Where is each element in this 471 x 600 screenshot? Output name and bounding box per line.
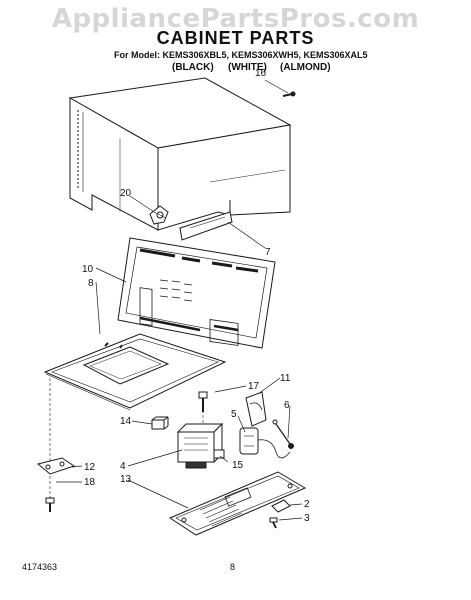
callout-leaders — [56, 79, 303, 521]
callout-15: 15 — [232, 460, 244, 471]
callout-13: 13 — [120, 474, 132, 485]
latch-part — [149, 205, 169, 225]
clip-part — [271, 499, 291, 513]
callout-14: 14 — [120, 416, 132, 427]
screw-18-part — [45, 497, 55, 512]
diode-part — [272, 419, 294, 449]
callout-6: 6 — [284, 400, 290, 411]
callout-16: 16 — [255, 68, 267, 79]
cabinet-wrapper-part — [68, 77, 292, 231]
finish-white: (WHITE) — [228, 62, 267, 73]
page-number: 8 — [230, 562, 236, 572]
callout-8: 8 — [88, 278, 94, 289]
bracket-part — [36, 457, 76, 475]
fuse-holder-part — [151, 416, 169, 430]
callout-5: 5 — [231, 409, 237, 420]
watermark: AppliancePartsPros.com — [51, 4, 420, 34]
callout-17: 17 — [248, 381, 260, 392]
screw-3-part — [269, 517, 278, 529]
finish-almond: (ALMOND) — [280, 62, 331, 73]
front-panel-part — [117, 237, 276, 349]
callout-12: 12 — [84, 462, 96, 473]
callout-3: 3 — [304, 513, 310, 524]
callout-4: 4 — [120, 461, 126, 472]
rear-vent-plate-part — [179, 211, 233, 241]
callout-10: 10 — [82, 264, 94, 275]
document-code: 4174363 — [22, 562, 58, 572]
callout-11: 11 — [280, 373, 291, 384]
finish-black: (BLACK) — [172, 62, 214, 73]
model-list: For Model: KEMS306XBL5, KEMS306XWH5, KEM… — [114, 50, 368, 60]
callout-numbers: 16 20 7 10 8 17 11 5 6 14 4 15 12 18 13 … — [82, 68, 310, 524]
base-plate-part — [43, 333, 227, 411]
page-title: CABINET PARTS — [156, 28, 315, 48]
bottom-plate-part — [168, 471, 307, 536]
capacitor-part — [239, 427, 291, 459]
callout-7: 7 — [265, 247, 271, 258]
screw-17-part — [198, 391, 208, 412]
transformer-part — [176, 422, 225, 469]
callout-2: 2 — [304, 499, 310, 510]
capacitor-bracket-part — [245, 391, 267, 427]
screw-part — [282, 91, 296, 97]
callout-20: 20 — [120, 188, 132, 199]
callout-18: 18 — [84, 477, 96, 488]
